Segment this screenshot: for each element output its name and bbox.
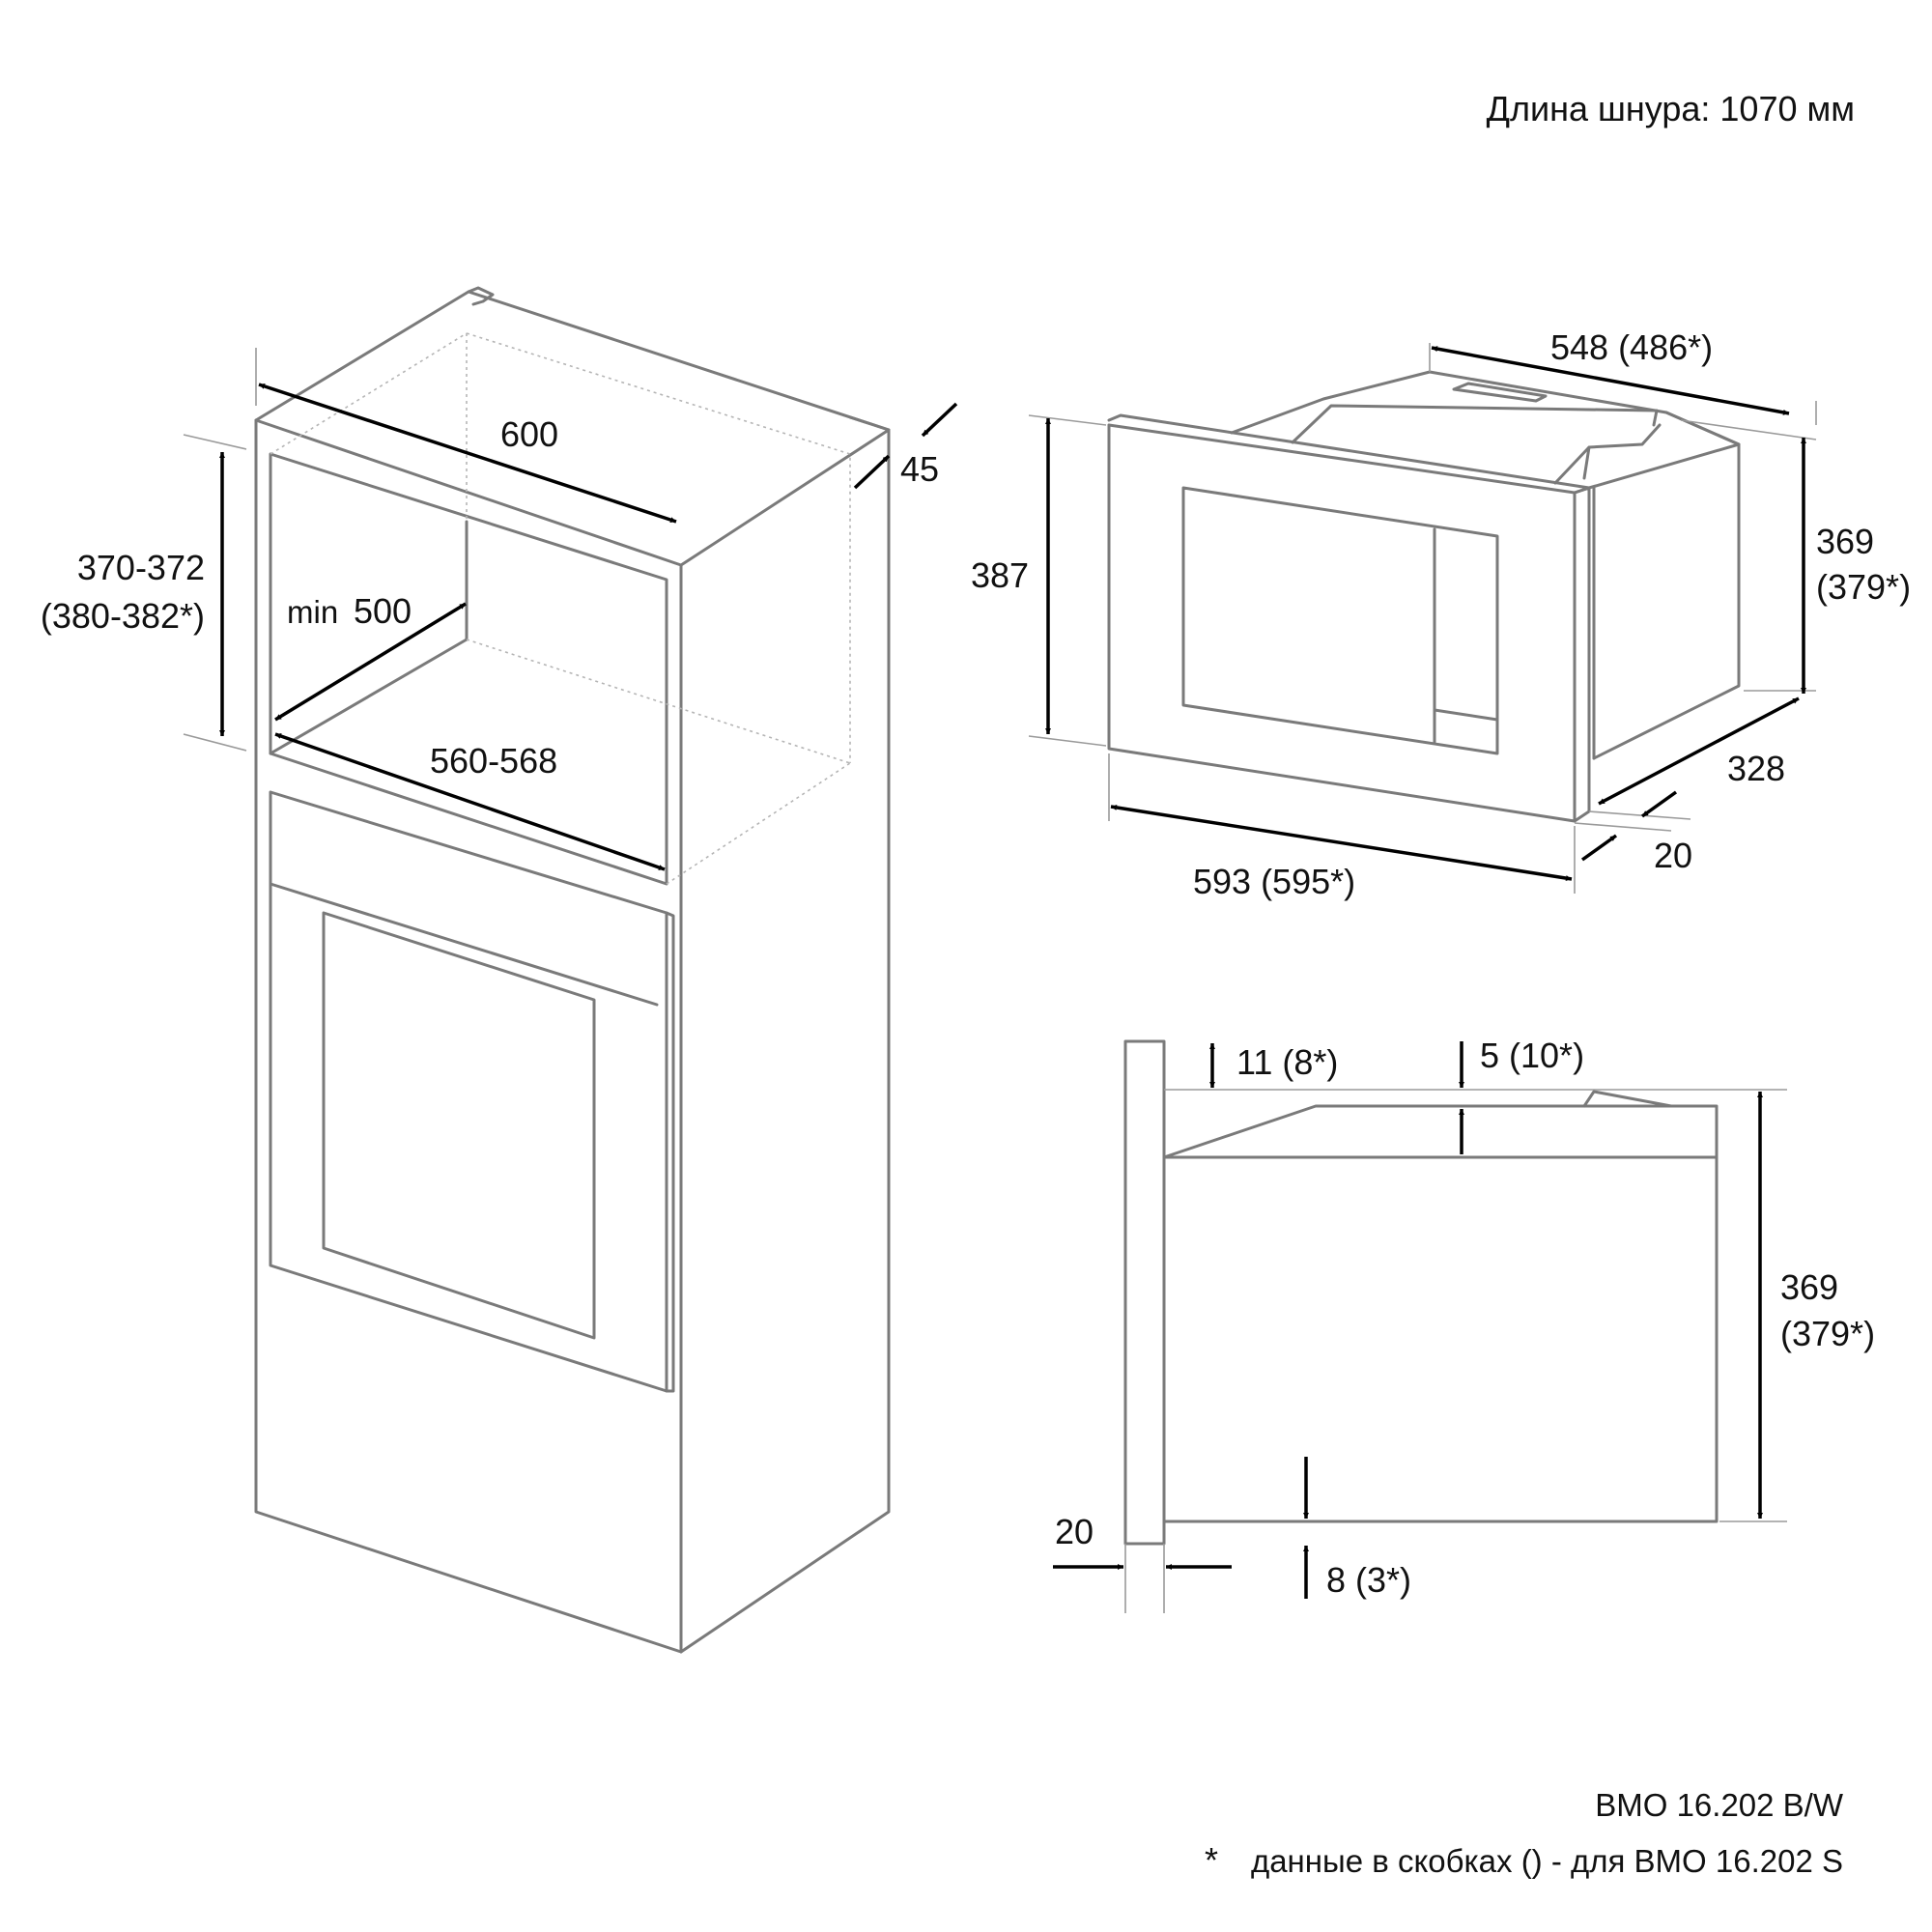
cabinet-drawing [254,286,891,1654]
side-top-gap-label: 11 (8*) [1236,1042,1338,1082]
niche-width-label: 600 [500,414,558,454]
side-height-label-1: 369 [1780,1267,1838,1307]
microwave-body-height-label-1: 369 [1816,522,1874,561]
microwave-frame-width-label: 593 (595*) [1193,862,1355,901]
side-bottom-offset-label: 8 (3*) [1326,1560,1411,1600]
microwave-depth-label: 548 (486*) [1550,327,1713,367]
footnote-mark: * [1205,1840,1218,1880]
footnote-text: данные в скобках () - для BMO 16.202 S [1251,1843,1843,1879]
cabinet-dimensions [183,348,958,871]
microwave-frame-height-label: 387 [971,555,1029,595]
side-view-dimensions [1053,1041,1763,1599]
side-height-label-2: (379*) [1780,1314,1875,1353]
side-top-offset-label: 5 (10*) [1480,1036,1584,1075]
microwave-side-depth-label: 328 [1727,749,1785,788]
side-frame-thickness-label: 20 [1055,1512,1094,1551]
niche-offset-label: 45 [900,449,939,489]
niche-depth-prefix: min [287,594,338,630]
cord-length-text: Длина шнура: 1070 мм [1487,89,1855,128]
microwave-body-height-label-2: (379*) [1816,567,1911,607]
microwave-frame-thickness-label: 20 [1654,836,1692,875]
niche-height-label-2: (380-382*) [41,596,205,636]
microwave-3d-dimensions [1028,343,1817,894]
niche-height-label-1: 370-372 [77,548,205,587]
side-view-drawing [1123,1039,1787,1613]
niche-depth-value: 500 [354,591,412,631]
niche-inner-width-label: 560-568 [430,741,557,781]
microwave-3d-drawing [1107,370,1741,823]
model-text: BMO 16.202 B/W [1595,1787,1844,1823]
